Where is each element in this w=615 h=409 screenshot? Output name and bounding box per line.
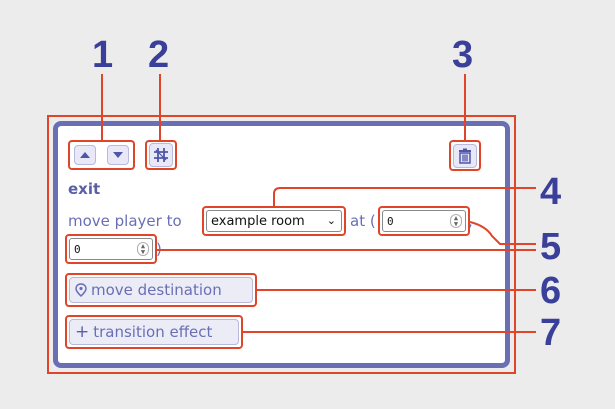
room-select[interactable]: example room ⌄	[206, 210, 342, 232]
transition-effect-button[interactable]: + transition effect	[69, 319, 239, 345]
annotation-box-2	[145, 140, 177, 170]
move-destination-button[interactable]: move destination	[69, 277, 253, 303]
annotation-box-5b	[65, 234, 157, 264]
y-stepper[interactable]: ▲▼	[137, 242, 149, 256]
callout-2: 2	[148, 34, 170, 76]
annotation-box-4	[202, 206, 346, 236]
annotation-box-3	[449, 140, 481, 171]
move-up-button[interactable]	[74, 145, 96, 165]
move-player-label: move player to	[68, 212, 182, 230]
up-arrow-icon	[80, 152, 90, 158]
card-title: exit	[68, 180, 101, 198]
x-stepper[interactable]: ▲▼	[450, 214, 462, 228]
annotation-box-7	[65, 315, 243, 349]
x-coordinate-input[interactable]: 0 ▲▼	[382, 210, 466, 232]
comma-label: ,	[468, 212, 473, 230]
callout-3: 3	[452, 34, 474, 76]
y-coordinate-input[interactable]: 0 ▲▼	[69, 238, 153, 260]
delete-button[interactable]	[453, 144, 477, 168]
room-select-value: example room	[211, 213, 305, 229]
transition-effect-label: transition effect	[93, 323, 213, 341]
toggle-editor-button[interactable]	[149, 143, 173, 167]
trash-icon	[459, 148, 471, 164]
x-coordinate-value: 0	[387, 214, 394, 228]
at-label: at (	[350, 212, 376, 230]
callout-6: 6	[540, 270, 562, 312]
annotation-box-1	[68, 140, 135, 170]
callout-7: 7	[540, 312, 562, 354]
chevron-down-icon: ⌄	[326, 214, 336, 227]
callout-1: 1	[92, 34, 114, 76]
callout-5: 5	[540, 226, 562, 268]
hash-icon	[154, 148, 168, 162]
y-coordinate-value: 0	[74, 242, 81, 256]
pin-icon	[75, 283, 87, 297]
plus-icon: +	[75, 322, 90, 342]
down-arrow-icon	[113, 152, 123, 158]
move-destination-label: move destination	[91, 281, 222, 299]
move-down-button[interactable]	[107, 145, 129, 165]
callout-4: 4	[540, 171, 562, 213]
annotation-box-6	[65, 273, 257, 307]
annotation-box-5a	[378, 206, 470, 236]
